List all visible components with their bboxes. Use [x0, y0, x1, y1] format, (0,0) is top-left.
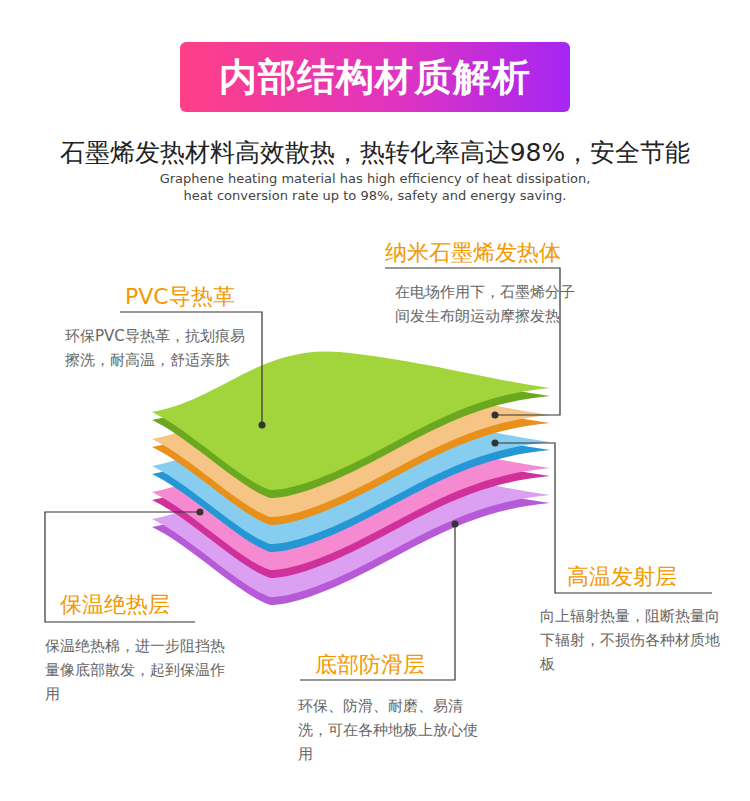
layer-heading: 底部防滑层 [315, 650, 425, 680]
title-banner: 内部结构材质解析 [180, 42, 570, 112]
layer-description: 环保PVC导热革，抗划痕易擦洗，耐高温，舒适亲肤 [65, 324, 247, 372]
layer-description: 保温绝热棉，进一步阻挡热量像底部散发，起到保温作用 [45, 634, 227, 706]
layer-description: 在电场作用下，石墨烯分子间发生布朗运动摩擦发热 [395, 280, 580, 328]
title-text: 内部结构材质解析 [219, 52, 531, 103]
layer-heading: 高温发射层 [567, 562, 677, 592]
subtitle-en: Graphene heating material has high effic… [150, 170, 600, 204]
layer-heading: PVC导热革 [125, 282, 235, 312]
subtitle-cn: 石墨烯发热材料高效散热，热转化率高达98%，安全节能 [20, 136, 730, 169]
layer-heading: 纳米石墨烯发热体 [385, 238, 561, 268]
layer-description: 向上辐射热量，阻断热量向下辐射，不损伤各种材质地板 [540, 604, 725, 676]
leader-dots [197, 412, 499, 528]
layer-heading: 保温绝热层 [60, 590, 170, 620]
layer-face [152, 351, 550, 490]
layer-description: 环保、防滑、耐磨、易清洗，可在各种地板上放心使用 [298, 694, 480, 766]
